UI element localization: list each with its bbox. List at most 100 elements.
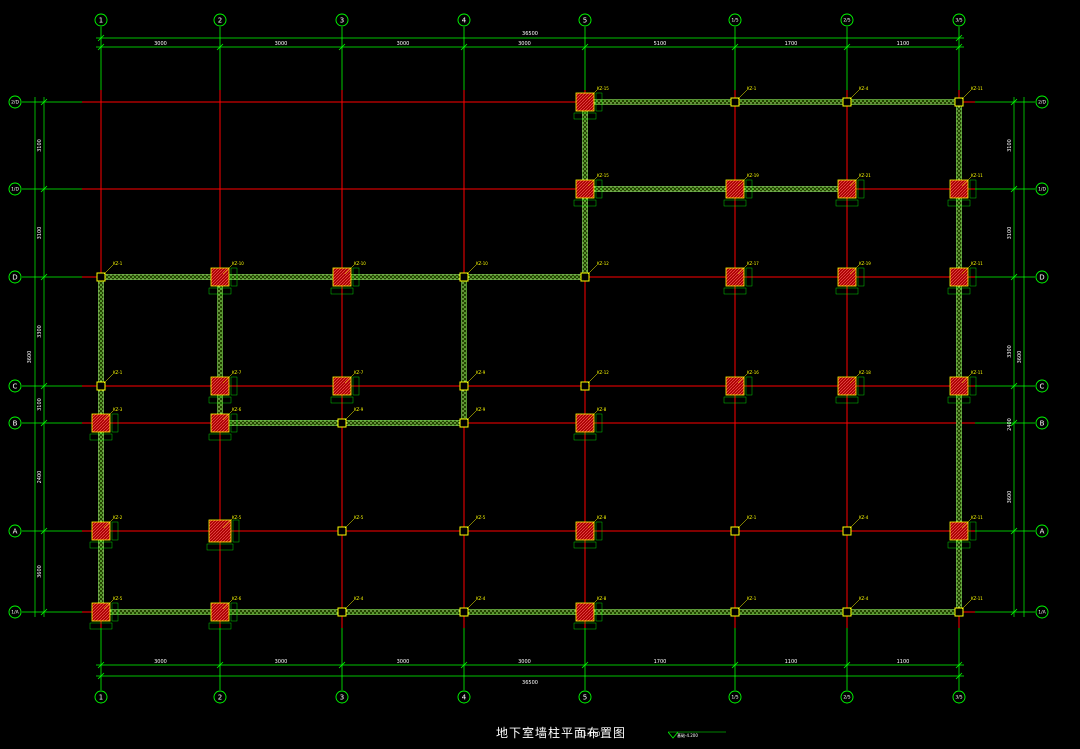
column-label: KZ-15 [597, 86, 609, 91]
dimension-text-total: 36500 [522, 680, 538, 686]
dimension-tick [1010, 608, 1018, 616]
grid-bubble-circle [8, 270, 22, 284]
grid-bubble-label: 2/D [1038, 100, 1046, 106]
column-small [842, 607, 852, 617]
column-leader [587, 89, 598, 100]
column-leader [961, 176, 972, 187]
column-label: KZ-3 [113, 407, 123, 412]
column-small [730, 607, 740, 617]
column-dim-box [969, 179, 977, 199]
column-dim-box [111, 602, 119, 622]
grid-bubble-circle [728, 690, 742, 704]
column-label: KZ-5 [354, 515, 364, 520]
column-leader [587, 518, 598, 529]
grid-bubble-circle [94, 13, 108, 27]
column: KZ-6 [208, 407, 242, 441]
dimension-tick [216, 43, 224, 51]
grid-bubble-label: 1/5 [731, 695, 738, 701]
column-dim-box [330, 287, 354, 295]
dimension-tick [1010, 185, 1018, 193]
grid-bubble-label: A [13, 528, 18, 536]
column-dim-box [230, 413, 238, 433]
column-label: KZ-16 [747, 370, 759, 375]
column-small [954, 97, 964, 107]
column: KZ-7 [208, 370, 242, 404]
dimension-text: 3100 [1007, 227, 1013, 240]
column-label: KZ-8 [597, 596, 607, 601]
grid-bubble-circle [8, 524, 22, 538]
column-dim-box [352, 267, 360, 287]
column-label: KZ-10 [232, 261, 244, 266]
dimension-tick [40, 527, 48, 535]
column-leader [344, 410, 355, 421]
grid-bubble: 1/D [1035, 182, 1049, 196]
grid-bubble-label: 1/D [1038, 187, 1046, 193]
column-leader [222, 410, 233, 421]
column-small [337, 418, 347, 428]
column-leader [849, 176, 860, 187]
column-dim-box [723, 287, 747, 295]
column-dim-box [595, 179, 603, 199]
grid-bubble-circle [1035, 270, 1049, 284]
dimension-text: 3600 [27, 351, 33, 364]
dimension-tick [581, 661, 589, 669]
column-dim-box [89, 541, 113, 549]
dimension-text: 2400 [1007, 418, 1013, 431]
column: KZ-9 [459, 370, 486, 391]
column-leader [737, 89, 748, 100]
grid-bubble-circle [94, 690, 108, 704]
grid-bubble-circle [8, 416, 22, 430]
dimension-text: 3100 [1007, 139, 1013, 152]
column: KZ-10 [208, 261, 244, 295]
column-label: KZ-10 [476, 261, 488, 266]
column-small [730, 526, 740, 536]
column-dim-box [595, 413, 603, 433]
column-leader [103, 264, 114, 275]
grid-bubble-circle [8, 95, 22, 109]
column: KZ-8 [573, 596, 607, 630]
column-leader [466, 410, 477, 421]
column-label: KZ-12 [597, 261, 609, 266]
column-leader [222, 599, 233, 610]
grid-bubble-circle [213, 13, 227, 27]
column-dim-box [330, 396, 354, 404]
column-label: KZ-11 [971, 515, 983, 520]
dimension-tick [460, 661, 468, 669]
column-dim-box [89, 622, 113, 630]
grid-bubble: 3/5 [952, 690, 966, 704]
column: KZ-1 [96, 370, 123, 391]
column-small [730, 97, 740, 107]
column-label: KZ-21 [859, 173, 871, 178]
column-label: KZ-1 [747, 86, 757, 91]
column-dim-box [573, 433, 597, 441]
column-dim-box [723, 396, 747, 404]
column-label: KZ-15 [597, 173, 609, 178]
column: KZ-10 [330, 261, 366, 295]
column-label: KZ-8 [597, 515, 607, 520]
column: KZ-10 [459, 261, 488, 282]
column-small [842, 97, 852, 107]
column-dim-box [208, 433, 232, 441]
dimension-tick [97, 672, 105, 680]
column-dim-box [573, 541, 597, 549]
grid-bubble: 3 [335, 13, 349, 27]
grid-bubble-circle [457, 690, 471, 704]
column-leader [849, 373, 860, 384]
column-small [96, 272, 106, 282]
grid-bubble-circle [213, 690, 227, 704]
dimension-text: 1100 [897, 41, 910, 47]
dimension-tick [955, 672, 963, 680]
dimension-tick [955, 43, 963, 51]
column-label: KZ-4 [859, 515, 869, 520]
grid-bubble: 1/A [8, 605, 22, 619]
grid-bubble-circle [1035, 605, 1049, 619]
column: KZ-21 [835, 173, 871, 207]
dimension-tick [40, 608, 48, 616]
grid-bubble: 5 [578, 690, 592, 704]
grid-bubble: D [1035, 270, 1049, 284]
dimension-tick [40, 419, 48, 427]
column-dim-box [111, 521, 119, 541]
column-dim-box [232, 519, 240, 543]
column-leader [737, 373, 748, 384]
grid-bubble-circle [1035, 416, 1049, 430]
